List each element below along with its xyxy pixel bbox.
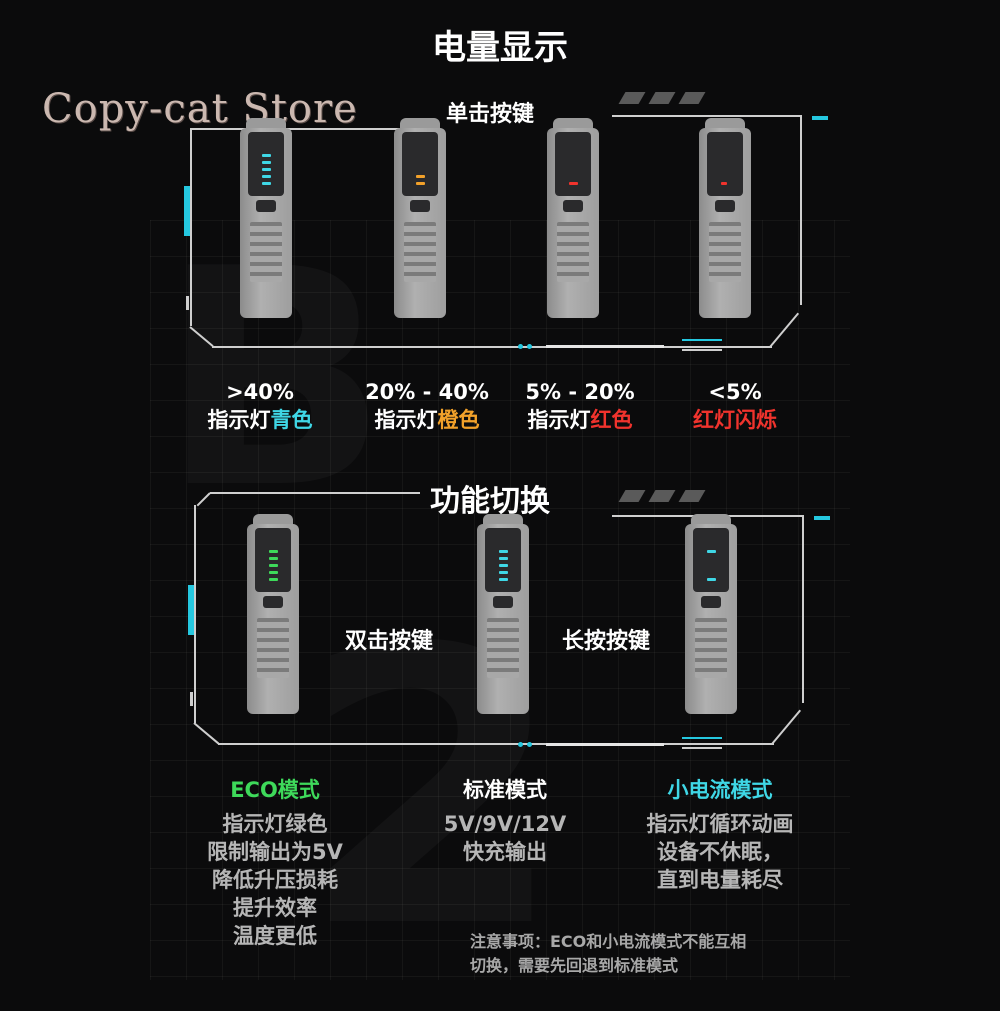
single-click-label: 单击按键 [446,102,535,127]
power-bank-device-eco [245,514,301,714]
level-label-20-40: 20% - 40% 指示灯橙色 [365,380,489,432]
battery-title: 电量显示 [432,28,568,68]
mode-low-current: 小电流模式 指示灯循环动画 设备不休眠， 直到电量耗尽 [615,776,825,894]
mode-title: 功能切换 [430,484,550,519]
power-bank-device-red [545,118,601,318]
power-bank-device-orange [392,118,448,318]
level-label-5-20: 5% - 20% 指示灯红色 [525,380,635,432]
level-label-over-40: >40% 指示灯青色 [207,380,313,432]
mode-low-current-name: 小电流模式 [667,778,773,802]
mode-standard-name: 标准模式 [463,778,547,802]
mode-standard: 标准模式 5V/9V/12V 快充输出 [410,776,600,866]
level-label-under-5: <5% 红灯闪烁 [693,380,777,432]
power-bank-device-low-current [683,514,739,714]
battery-frame [0,0,1000,380]
mode-eco: ECO模式 指示灯绿色 限制输出为5V 降低升压损耗 提升效率 温度更低 [180,776,370,950]
power-bank-device-red-blink [697,118,753,318]
mode-eco-name: ECO模式 [230,778,320,802]
power-bank-device-standard [475,514,531,714]
power-bank-device-cyan [238,118,294,318]
note: 注意事项：ECO和小电流模式不能互相 切换，需要先回退到标准模式 [470,932,747,975]
watermark: Copy-cat Store [42,86,358,132]
long-press-label: 长按按键 [562,629,651,654]
double-click-label: 双击按键 [345,629,434,654]
